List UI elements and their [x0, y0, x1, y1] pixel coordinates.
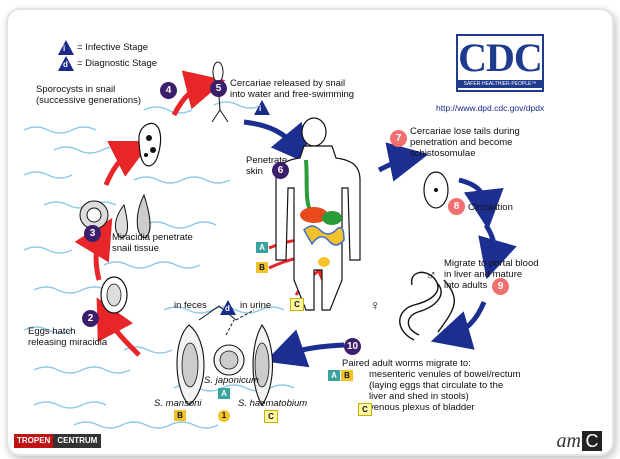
badge-c-body: C: [290, 298, 304, 311]
arrow-circulation-to-portal: [486, 225, 494, 260]
badge-b-s10: B: [341, 370, 353, 381]
stage10-badge: 10: [344, 338, 361, 355]
stage5-infective-icon: i: [254, 100, 270, 115]
stage8-badge: 8: [448, 198, 465, 215]
arrow-portal-to-adults: [450, 302, 484, 336]
legend-infective: i = Infective Stage: [58, 40, 148, 55]
badge-b-mansoni: B: [174, 410, 186, 421]
label-s-mansoni: S. mansoni: [154, 398, 202, 409]
arrow-snail-to-sporocyst: [106, 150, 134, 185]
arrow-adults-to-eggs: [284, 345, 344, 355]
badge-c-s10: C: [358, 403, 372, 416]
label-s-japonicum: S. japonicum: [204, 375, 259, 386]
cdc-logo: CDC SAFER·HEALTHIER·PEOPLE™: [456, 34, 544, 92]
cdc-url[interactable]: http://www.dpd.cdc.gov/dpdx: [436, 103, 544, 113]
badge-b-body: B: [256, 262, 268, 273]
stage4-badge: 4: [160, 82, 177, 99]
female-symbol: ♀: [370, 300, 381, 311]
stage3-badge: 3: [84, 225, 101, 242]
stage8-text: Circulation: [468, 202, 513, 213]
badge-1: 1: [218, 410, 230, 422]
stage6-badge: 6: [272, 162, 289, 179]
label-in-feces: in feces: [174, 300, 207, 311]
stage7-badge: 7: [390, 130, 407, 147]
arrow-human-to-schistosomulae: [379, 158, 409, 170]
stage4-text: Sporocysts in snail(successive generatio…: [36, 84, 141, 106]
stage9-badge: 9: [492, 278, 509, 295]
diagnostic-icon: d: [58, 56, 74, 71]
label-s-haematobium: S. haematobium: [238, 398, 307, 409]
badge-a-japonicum: A: [218, 388, 230, 399]
arrow-eggs-to-miracidia: [106, 315, 139, 355]
arrow-miracidia-to-snail: [96, 235, 102, 280]
stage5-badge: 5: [210, 80, 227, 97]
arrow-cercariae-to-human: [244, 122, 299, 150]
diagnostic-icon-eggs: d: [220, 300, 236, 315]
lifecycle-figure: i = Infective Stage d = Diagnostic Stage…: [14, 10, 606, 442]
infective-icon: i: [58, 40, 74, 55]
badge-c-haematobium: C: [264, 410, 278, 423]
badge-a-s10: A: [328, 370, 340, 381]
badge-a-body: A: [256, 242, 268, 253]
legend-diagnostic: d = Diagnostic Stage: [58, 56, 157, 71]
male-symbol: ♂: [426, 270, 437, 281]
stage2-badge: 2: [82, 310, 99, 327]
sporocyst: [139, 123, 161, 166]
label-in-urine: in urine: [240, 300, 271, 311]
